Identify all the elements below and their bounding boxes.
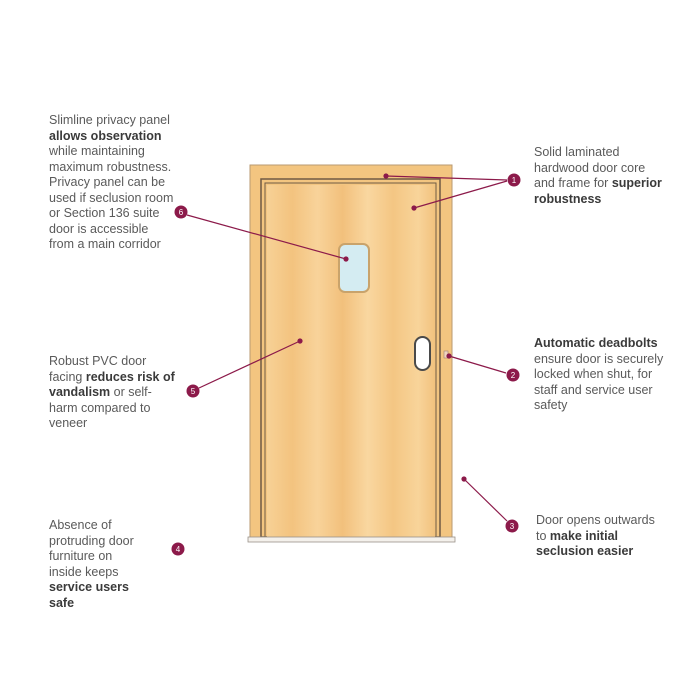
callout-number-2: 2 xyxy=(506,368,520,382)
callout-emphasis: make initial seclusion easier xyxy=(536,528,634,559)
svg-text:6: 6 xyxy=(179,208,184,217)
callout-text-3: Door opens outwards to make initial secl… xyxy=(536,513,666,560)
callout-emphasis: superior robustness xyxy=(534,176,662,206)
deadbolt-indicator xyxy=(414,336,431,371)
callout-text-part: Absence of protruding door furniture on … xyxy=(49,518,134,579)
callout-text-2: Automatic deadbolts ensure door is secur… xyxy=(534,336,664,414)
callout-text-part: Slimline privacy panel xyxy=(49,113,170,127)
svg-text:4: 4 xyxy=(176,545,181,554)
callout-text-part: Solid laminated hardwood door core and f… xyxy=(534,145,646,190)
callout-number-3: 3 xyxy=(505,519,519,533)
callout-emphasis: allows observation xyxy=(49,128,162,143)
door-sill xyxy=(247,536,456,543)
callout-text-part: ensure door is securely locked when shut… xyxy=(534,351,664,413)
svg-text:1: 1 xyxy=(512,176,517,185)
callout-emphasis: Automatic deadbolts xyxy=(534,336,658,350)
callout-text-1: Solid laminated hardwood door core and f… xyxy=(534,145,664,207)
leader-lines xyxy=(186,173,508,522)
callout-number-5: 5 xyxy=(186,384,200,398)
callout-number-6: 6 xyxy=(174,205,188,219)
svg-text:3: 3 xyxy=(510,522,515,531)
svg-text:2: 2 xyxy=(511,371,516,380)
callout-text-part: or self-harm compared to veneer xyxy=(49,385,152,430)
callout-text-part: Door opens outwards to xyxy=(536,513,655,543)
privacy-panel xyxy=(338,243,370,293)
callout-text-4: Absence of protruding door furniture on … xyxy=(49,518,144,611)
callout-emphasis: service users safe xyxy=(49,580,129,610)
callout-text-part: Robust PVC door facing xyxy=(49,354,147,384)
callout-text-5: Robust PVC door facing reduces risk of v… xyxy=(49,354,179,432)
callout-text-part: while maintaining maximum robustness. Pr… xyxy=(49,144,174,251)
callout-text-6: Slimline privacy panel allows observatio… xyxy=(49,113,174,253)
svg-text:5: 5 xyxy=(191,387,196,396)
callout-number-4: 4 xyxy=(171,542,185,556)
door-leaf xyxy=(267,185,435,537)
callout-number-1: 1 xyxy=(507,173,521,187)
callout-emphasis: reduces risk of vandalism xyxy=(49,369,175,400)
